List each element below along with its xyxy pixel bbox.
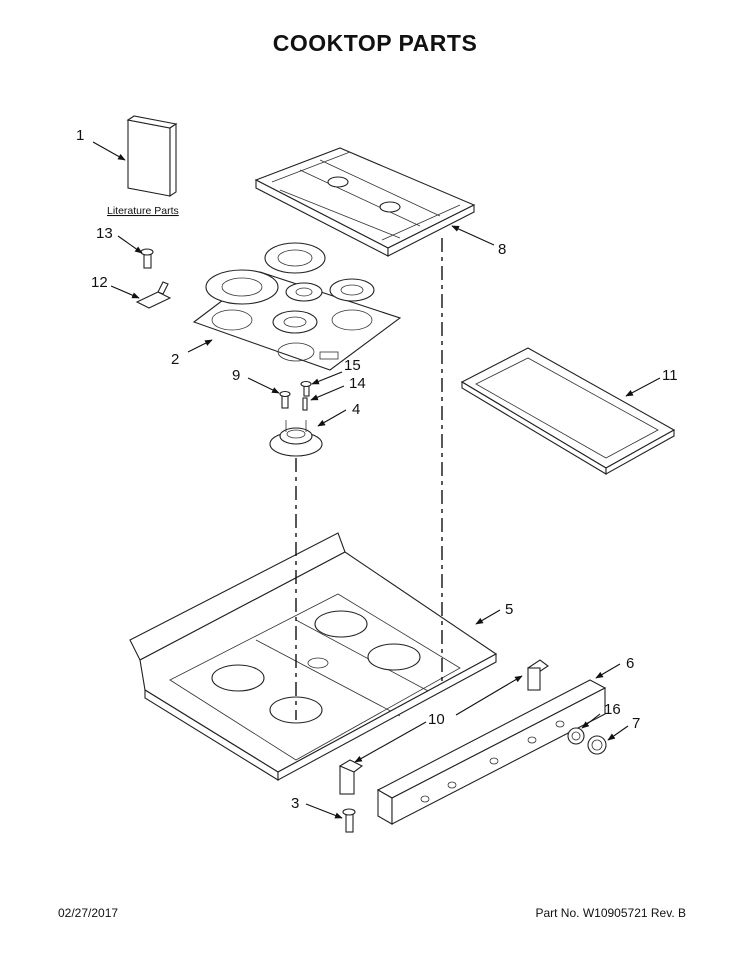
callout-10: 10 xyxy=(428,711,445,728)
callout-15: 15 xyxy=(344,357,361,374)
callout-4: 4 xyxy=(352,401,360,418)
footer-date: 02/27/2017 xyxy=(58,906,119,920)
manifold-brackets xyxy=(338,759,364,833)
burner-grate xyxy=(254,147,476,257)
callout-2: 2 xyxy=(171,351,179,368)
burner-base xyxy=(269,420,323,457)
manifold-panel xyxy=(376,659,607,825)
page-title: COOKTOP PARTS xyxy=(272,30,478,56)
callout-8: 8 xyxy=(498,241,506,258)
callout-6: 6 xyxy=(626,655,634,672)
callout-3: 3 xyxy=(291,795,299,812)
callout-7: 7 xyxy=(632,715,640,732)
literature-booklet xyxy=(126,115,178,198)
callout-13: 13 xyxy=(96,225,113,242)
callout-14: 14 xyxy=(349,375,366,392)
gasket-frame xyxy=(460,347,676,475)
callout-16: 16 xyxy=(604,701,621,718)
control-knob xyxy=(567,727,607,755)
bracket-and-screw xyxy=(135,248,172,309)
main-cooktop xyxy=(129,532,498,781)
leader-lines xyxy=(92,141,661,819)
callout-1: 1 xyxy=(76,127,84,144)
callout-9: 9 xyxy=(232,367,240,384)
literature-parts-label: Literature Parts xyxy=(107,205,179,217)
small-screws xyxy=(279,380,312,411)
callout-5: 5 xyxy=(505,601,513,618)
burner-caps xyxy=(205,242,375,334)
footer-part-number: Part No. W10905721 Rev. B xyxy=(535,906,686,920)
callout-11: 11 xyxy=(662,367,678,384)
callout-12: 12 xyxy=(91,274,108,291)
